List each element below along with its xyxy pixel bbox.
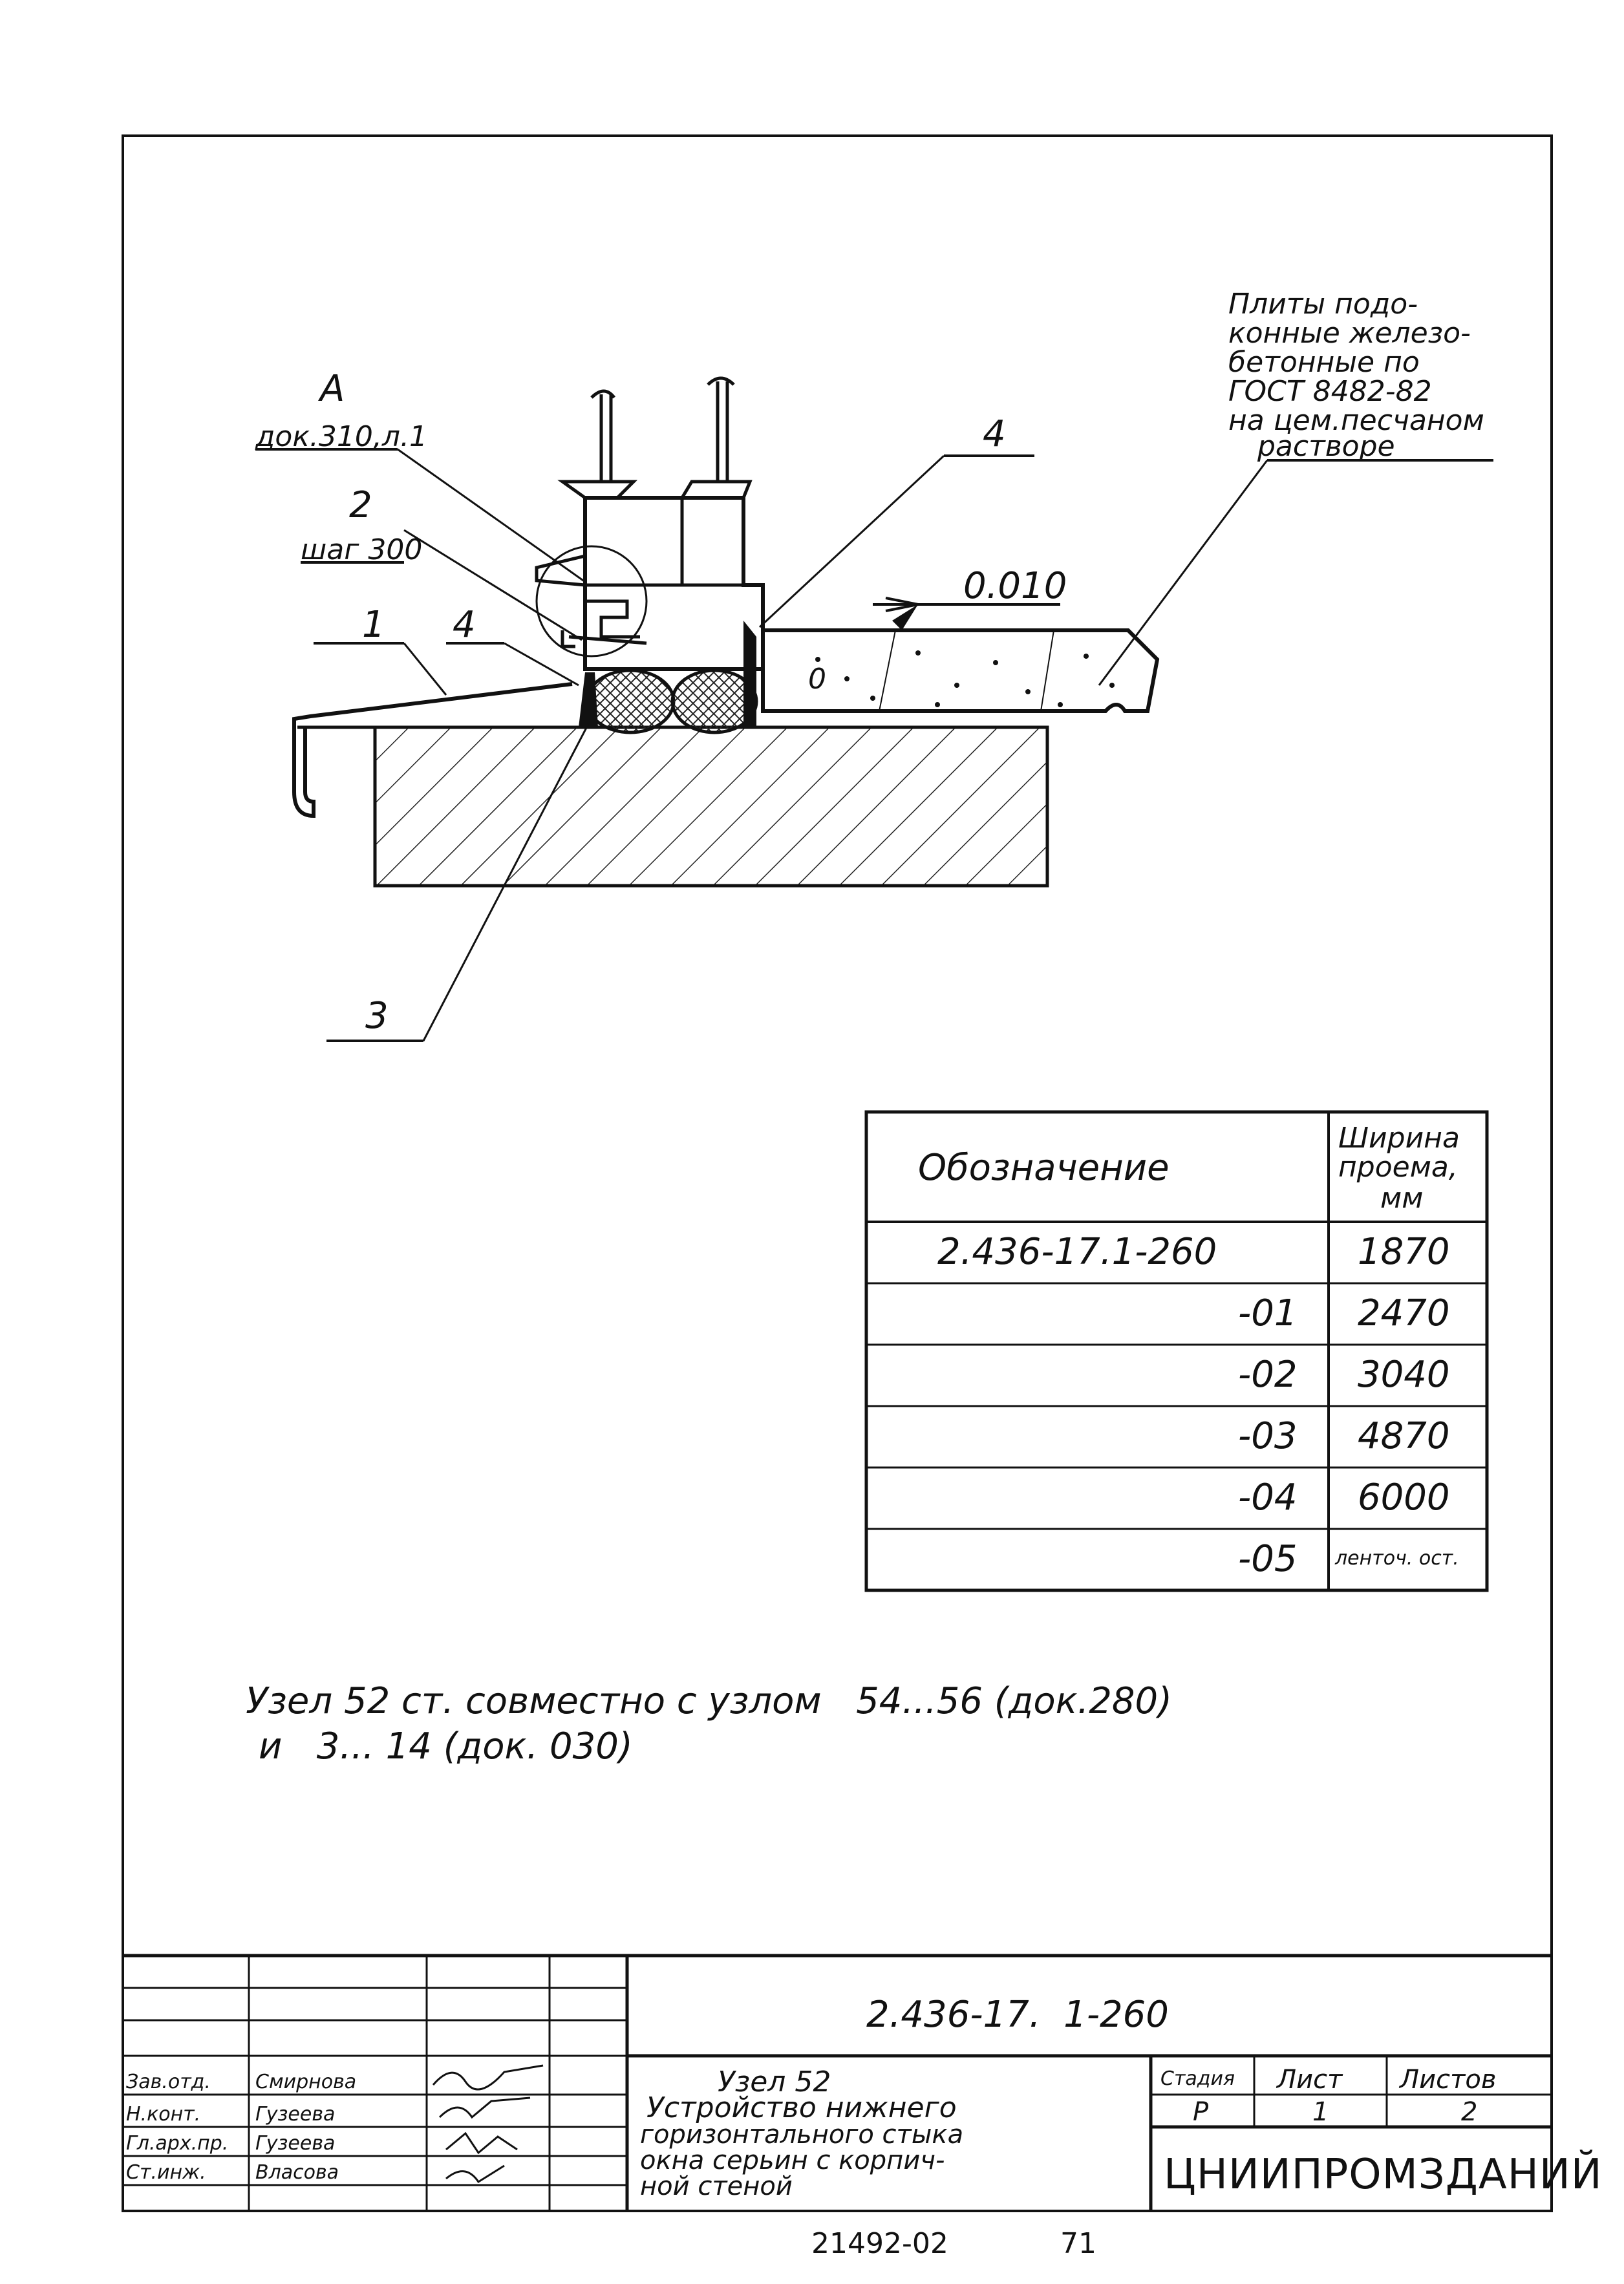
slab-note-line: Плиты подо- bbox=[1228, 288, 1418, 321]
seal-profile-left bbox=[585, 668, 676, 734]
table-cell-designation: -05 bbox=[1238, 1538, 1297, 1580]
table-cell-width: 6000 bbox=[1358, 1477, 1450, 1519]
glass-right bbox=[707, 376, 735, 482]
drawing-title: горизонтального стыка bbox=[640, 2120, 963, 2150]
mastic-left bbox=[579, 672, 598, 727]
label-a-ref: док.310,л.1 bbox=[255, 420, 427, 453]
role-label: Зав.отд. bbox=[126, 2071, 211, 2093]
role-name: Гузеева bbox=[255, 2132, 335, 2155]
slab-joint-2 bbox=[1040, 630, 1054, 712]
drawing-title: окна серьин с корпич- bbox=[640, 2146, 945, 2175]
role-label: Ст.инж. bbox=[126, 2161, 206, 2184]
inventory-number: 21492-02 bbox=[811, 2227, 948, 2260]
sash-right bbox=[679, 480, 753, 500]
leader-4-left-diag bbox=[504, 642, 579, 687]
table-header-width: проема, bbox=[1338, 1151, 1458, 1184]
table-cell-width: 1870 bbox=[1358, 1231, 1450, 1273]
table-header-width: Ширина bbox=[1338, 1122, 1460, 1155]
label-2: 2 bbox=[349, 484, 372, 526]
page-number: 71 bbox=[1060, 2227, 1096, 2260]
leader-a-diag bbox=[397, 448, 586, 583]
label-4-left: 4 bbox=[453, 604, 476, 646]
window-frame-detail bbox=[585, 599, 640, 639]
label-4-top: 4 bbox=[983, 413, 1006, 455]
detail-circle-a bbox=[535, 545, 648, 657]
label-3: 3 bbox=[365, 995, 389, 1037]
section-drawing: 0 А док.310,л.1 2 шаг 300 1 4 4 0.010 3 bbox=[255, 288, 1493, 1042]
table-cell-designation: -04 bbox=[1238, 1477, 1297, 1519]
drawing-title: Устройство нижнего bbox=[646, 2091, 957, 2124]
assembly-note-line1: Узел 52 ст. совместно с узлом 54...56 (д… bbox=[246, 1680, 1172, 1722]
concrete-mark: 0 bbox=[808, 663, 826, 696]
brick-wall bbox=[373, 725, 1049, 888]
leader-1-diag bbox=[403, 643, 447, 696]
drawing-title: Узел 52 bbox=[718, 2065, 831, 2098]
leader-2-diag bbox=[403, 529, 582, 641]
org-name: ЦНИИПРОМЗДАНИЙ bbox=[1164, 2150, 1603, 2199]
stage-label: Стадия bbox=[1160, 2067, 1235, 2090]
table-cell-designation: -01 bbox=[1238, 1292, 1297, 1334]
leader-slab-diag bbox=[1098, 460, 1268, 686]
slab-note-line: бетонные по bbox=[1228, 346, 1420, 379]
concrete-dots bbox=[815, 650, 1115, 707]
signature bbox=[445, 2164, 505, 2184]
sill-slab bbox=[761, 628, 1160, 713]
signature bbox=[438, 2097, 531, 2119]
sheets-label: Листов bbox=[1398, 2065, 1496, 2095]
sheet-label: Лист bbox=[1276, 2065, 1343, 2095]
table-cell-designation: -02 bbox=[1238, 1354, 1297, 1396]
level-pointer bbox=[892, 604, 918, 630]
signature bbox=[445, 2131, 518, 2155]
title-block: 2.436-17. 1-260 Узел 52 Устройство нижне… bbox=[123, 1954, 1603, 2211]
table-header-width: мм bbox=[1380, 1182, 1423, 1215]
stage-value: Р bbox=[1193, 2097, 1209, 2127]
label-2-step: шаг 300 bbox=[301, 533, 422, 566]
slab-note-line: ГОСТ 8482-82 bbox=[1228, 375, 1432, 408]
table-cell-width: 2470 bbox=[1358, 1292, 1450, 1334]
mastic-right bbox=[743, 621, 756, 727]
label-a: А bbox=[318, 368, 345, 410]
slab-note: Плиты подо- конные железо- бетонные по Г… bbox=[1228, 288, 1484, 463]
drawing-title: ной стеной bbox=[640, 2172, 793, 2201]
role-name: Гузеева bbox=[255, 2103, 335, 2126]
leader-4-top-diag bbox=[758, 454, 945, 628]
slab-note-line: конные железо- bbox=[1228, 317, 1471, 350]
label-1: 1 bbox=[362, 604, 385, 646]
table-cell-designation: -03 bbox=[1238, 1415, 1297, 1457]
glass-left bbox=[590, 389, 615, 482]
sheets-value: 2 bbox=[1461, 2097, 1477, 2127]
table-cell-width: 4870 bbox=[1358, 1415, 1450, 1457]
slab-note-line: на цем.песчаном bbox=[1228, 404, 1484, 437]
role-label: Гл.арх.пр. bbox=[126, 2132, 228, 2155]
slab-joint-1 bbox=[879, 630, 896, 712]
table-header-designation: Обозначение bbox=[918, 1147, 1170, 1189]
signature bbox=[432, 2064, 544, 2091]
role-name: Власова bbox=[255, 2161, 339, 2184]
leader-3-diag bbox=[422, 723, 590, 1041]
role-label: Н.конт. bbox=[126, 2103, 200, 2126]
level-mark: 0.010 bbox=[963, 565, 1067, 607]
sheet-frame bbox=[122, 134, 1553, 2212]
doc-code: 2.436-17. 1-260 bbox=[866, 1994, 1169, 2036]
slab-note-line: растворе bbox=[1257, 430, 1395, 463]
screw bbox=[561, 630, 647, 648]
table-cell-width: 3040 bbox=[1358, 1354, 1450, 1396]
drip-flashing bbox=[292, 682, 573, 818]
sash-left bbox=[557, 480, 638, 500]
sheet-value: 1 bbox=[1312, 2097, 1329, 2127]
assembly-note-line2: и 3... 14 (док. 030) bbox=[259, 1725, 633, 1767]
table-cell-width: ленточ. ост. bbox=[1334, 1547, 1459, 1570]
window-frame-nose bbox=[535, 554, 586, 587]
role-name: Смирнова bbox=[255, 2071, 356, 2093]
variant-table: Обозначение Ширина проема, мм 2.436-17.1… bbox=[864, 1110, 1489, 1592]
table-cell-designation: 2.436-17.1-260 bbox=[937, 1231, 1217, 1273]
